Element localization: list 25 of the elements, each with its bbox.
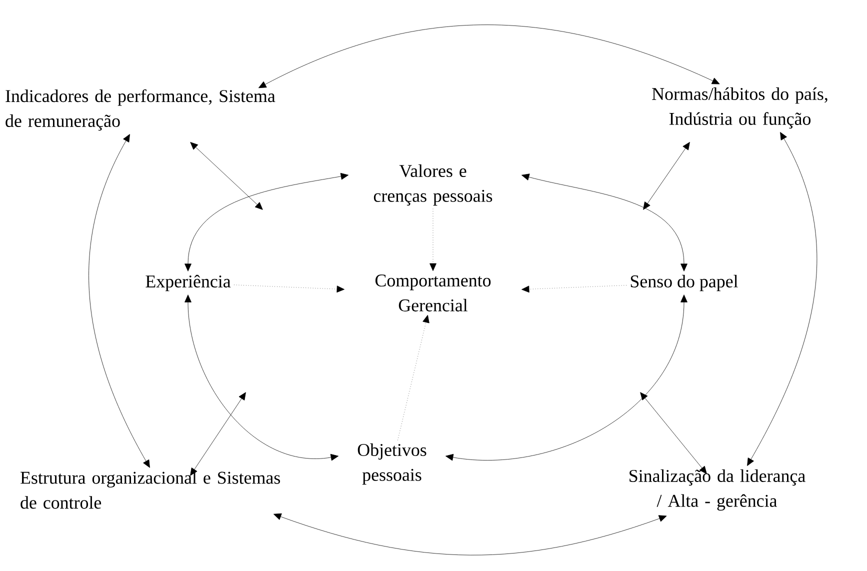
arrow bbox=[273, 513, 667, 556]
arrow bbox=[184, 294, 339, 461]
dotted-arrow bbox=[234, 284, 344, 293]
arrow bbox=[640, 392, 707, 474]
node-label: Estrutura organizacional e Sistemas de controle bbox=[20, 471, 280, 509]
node-label: Valores e crenças pessoais bbox=[374, 164, 492, 206]
dotted-arrow bbox=[398, 314, 430, 440]
node-label: Experiência bbox=[146, 274, 231, 292]
arrow bbox=[190, 392, 246, 476]
arrow bbox=[747, 132, 817, 466]
node-label: Objetivos pessoais bbox=[358, 443, 426, 485]
arrow bbox=[258, 24, 720, 88]
node-label: Sinalização da liderança / Alta - gerência bbox=[630, 469, 806, 511]
node-label: Comportamento Gerencial bbox=[375, 274, 491, 312]
node-label: Indicadores de performance, Sistema de remuneração bbox=[6, 89, 276, 131]
node-label: Normas/hábitos do país, Indústria ou função bbox=[652, 87, 828, 129]
arrow bbox=[190, 142, 263, 210]
node-label: Senso do papel bbox=[630, 274, 738, 292]
arrow bbox=[643, 142, 690, 210]
arrow bbox=[446, 294, 688, 461]
dotted-arrow bbox=[430, 208, 436, 272]
dotted-arrow bbox=[522, 285, 627, 293]
arrow bbox=[184, 172, 349, 272]
arrow bbox=[88, 134, 150, 468]
arrow bbox=[521, 174, 688, 272]
